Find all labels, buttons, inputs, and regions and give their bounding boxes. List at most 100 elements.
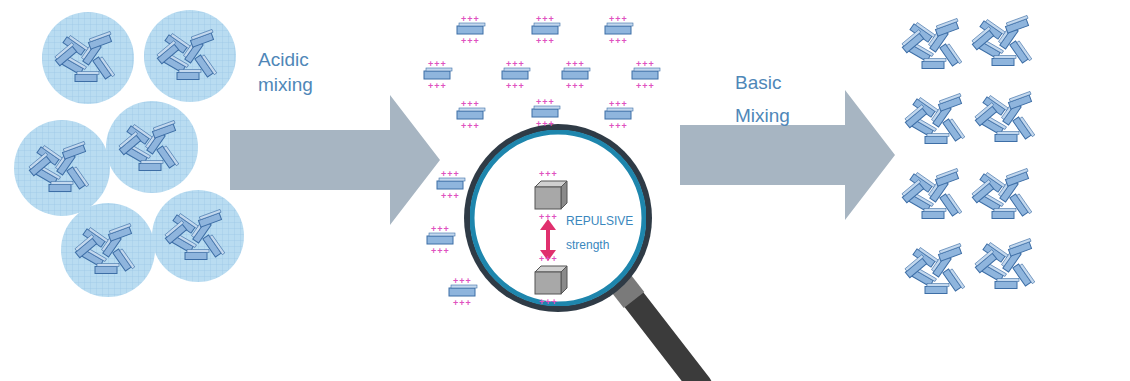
- aggregate-halo: [42, 12, 134, 104]
- particle: [117, 132, 142, 155]
- charge-mark: +++: [609, 14, 628, 24]
- particle: [75, 72, 99, 82]
- particle: [995, 279, 1019, 289]
- charge-mark: +++: [536, 119, 555, 129]
- charge-mark: +++: [461, 121, 480, 131]
- particle: [185, 250, 209, 260]
- particle: [632, 68, 660, 79]
- charge-mark: +++: [609, 36, 628, 46]
- particle: [61, 141, 87, 159]
- particle: [532, 106, 560, 117]
- magnifier-lens: REPULSIVE strength: [470, 130, 646, 306]
- particle: [437, 178, 465, 189]
- charge-mark: +++: [506, 59, 525, 69]
- particle: [562, 68, 590, 79]
- aggregate-halo: [106, 101, 198, 193]
- particle: [970, 180, 995, 203]
- charge-mark: +++: [539, 254, 558, 264]
- cube: [535, 181, 567, 209]
- particle: [973, 103, 998, 126]
- charge-mark: +++: [461, 14, 480, 24]
- particles: [27, 15, 1034, 296]
- hydrated-aggregates: [14, 10, 244, 297]
- charge-mark: +++: [431, 246, 450, 256]
- particle: [27, 153, 52, 176]
- charge-mark: +++: [566, 81, 585, 91]
- particle: [1004, 15, 1030, 33]
- step-label: Basic Mixing: [735, 66, 815, 133]
- particle: [457, 108, 485, 119]
- particle: [163, 221, 188, 244]
- lens-rim: [464, 124, 652, 312]
- particle: [934, 168, 960, 186]
- charge-mark: +++: [428, 59, 447, 69]
- particle: [151, 120, 177, 138]
- particle: [87, 31, 113, 49]
- particle: [995, 132, 1019, 142]
- charge-mark: +++: [539, 297, 558, 307]
- charge-mark: +++: [539, 212, 558, 222]
- charge-mark: +++: [461, 36, 480, 46]
- charge-mark: +++: [636, 59, 655, 69]
- particle: [155, 41, 180, 64]
- particle: [449, 285, 477, 296]
- process-arrow: [230, 95, 440, 225]
- particle: [992, 209, 1016, 219]
- particle: [457, 23, 485, 34]
- particle: [49, 182, 73, 192]
- charge-mark: +++: [453, 276, 472, 286]
- particle: [1007, 238, 1033, 256]
- step-label: Acidic mixing: [258, 48, 338, 97]
- particle: [937, 93, 963, 111]
- charge-mark: +++: [431, 224, 450, 234]
- charge-mark: +++: [441, 169, 460, 179]
- particle: [73, 235, 98, 258]
- particle: [53, 43, 78, 66]
- charge-mark: +++: [536, 97, 555, 107]
- magnifier-handle: [628, 292, 700, 381]
- particle: [970, 27, 995, 50]
- lens-caption: REPULSIVE strength: [566, 209, 646, 257]
- particle: [605, 108, 633, 119]
- particle: [197, 209, 223, 227]
- particle: [934, 18, 960, 36]
- charge-mark: +++: [609, 99, 628, 109]
- charge-mark: +++: [566, 59, 585, 69]
- charge-mark: +++: [636, 81, 655, 91]
- particle: [177, 70, 201, 80]
- particle: [903, 255, 928, 278]
- charge-mark: +++: [536, 14, 555, 24]
- charge-mark: +++: [609, 121, 628, 131]
- particle: [107, 223, 133, 241]
- aggregate-halo: [61, 203, 155, 297]
- particle: [922, 59, 946, 69]
- particle: [903, 105, 928, 128]
- particle: [1004, 168, 1030, 186]
- particle: [973, 250, 998, 273]
- cube: [535, 266, 567, 294]
- particle: [95, 264, 119, 274]
- particle: [922, 209, 946, 219]
- charge-mark: +++: [428, 81, 447, 91]
- particle: [424, 68, 452, 79]
- charge-mark: +++: [441, 191, 460, 201]
- aggregate-halo: [152, 190, 244, 282]
- particle: [427, 233, 455, 244]
- particle: [992, 56, 1016, 66]
- particle: [189, 29, 215, 47]
- particle: [937, 243, 963, 261]
- charge-mark: +++: [506, 81, 525, 91]
- aggregate-halo: [14, 120, 110, 216]
- particle: [900, 30, 925, 53]
- particle: [1007, 91, 1033, 109]
- particle: [900, 180, 925, 203]
- particle: [139, 161, 163, 171]
- charge-mark: +++: [539, 169, 558, 179]
- particle: [502, 68, 530, 79]
- particle: [605, 23, 633, 34]
- particle: [925, 134, 949, 144]
- lens-glass: [470, 130, 646, 306]
- charge-mark: +++: [453, 298, 472, 308]
